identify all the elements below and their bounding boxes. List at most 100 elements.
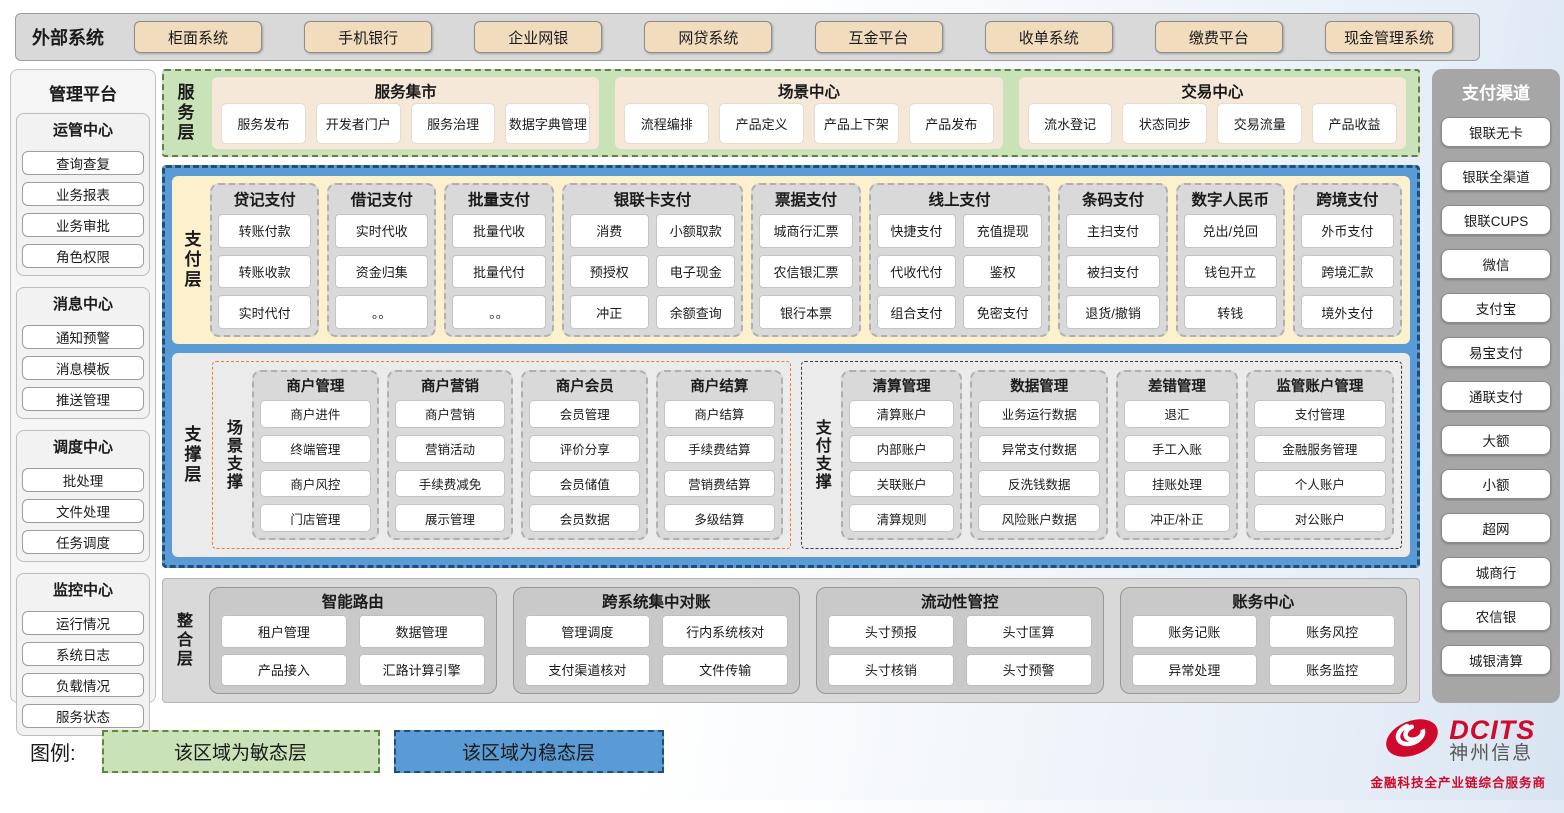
support-item-button[interactable]: 评价分享 xyxy=(529,434,641,463)
integration-item-button[interactable]: 账务记账 xyxy=(1132,616,1257,647)
support-item-button[interactable]: 退汇 xyxy=(1124,400,1230,428)
service-item-button[interactable]: 产品上下架 xyxy=(814,104,898,143)
integration-item-button[interactable]: 支付渠道核对 xyxy=(525,654,650,685)
service-item-button[interactable]: 开发者门户 xyxy=(316,104,400,143)
support-item-button[interactable]: 门店管理 xyxy=(260,504,371,532)
payment-channel-button[interactable]: 大额 xyxy=(1441,425,1551,455)
support-item-button[interactable]: 营销活动 xyxy=(394,434,506,463)
integration-item-button[interactable]: 行内系统核对 xyxy=(663,616,787,647)
support-item-button[interactable]: 个人账户 xyxy=(1253,469,1386,498)
support-item-button[interactable]: 清算账户 xyxy=(848,400,955,428)
payment-item-button[interactable]: 充值提现 xyxy=(963,214,1043,248)
service-item-button[interactable]: 产品定义 xyxy=(720,104,803,143)
payment-item-button[interactable]: 城商行汇票 xyxy=(759,214,853,248)
support-item-button[interactable]: 风险账户数据 xyxy=(978,504,1101,532)
payment-item-button[interactable]: 。。 xyxy=(452,295,546,330)
integration-item-button[interactable]: 管理调度 xyxy=(525,616,650,647)
payment-item-button[interactable]: 兑出/兑回 xyxy=(1183,214,1277,248)
external-system-button[interactable]: 企业网银 xyxy=(474,21,603,53)
external-system-button[interactable]: 手机银行 xyxy=(304,21,433,53)
management-item-button[interactable]: 通知预警 xyxy=(22,325,144,349)
support-item-button[interactable]: 多级结算 xyxy=(664,504,775,532)
management-item-button[interactable]: 负载情况 xyxy=(22,673,144,697)
payment-item-button[interactable]: 实时代付 xyxy=(218,295,312,330)
management-item-button[interactable]: 服务状态 xyxy=(22,704,144,728)
payment-item-button[interactable]: 余额查询 xyxy=(655,295,736,329)
service-item-button[interactable]: 产品发布 xyxy=(909,104,993,143)
support-item-button[interactable]: 手续费减免 xyxy=(394,469,506,498)
support-item-button[interactable]: 异常支付数据 xyxy=(978,434,1101,463)
payment-item-button[interactable]: 退货/撤销 xyxy=(1066,295,1160,330)
integration-item-button[interactable]: 头寸匡算 xyxy=(966,616,1091,647)
support-item-button[interactable]: 营销费结算 xyxy=(664,469,775,498)
payment-channel-button[interactable]: 银联无卡 xyxy=(1441,117,1551,147)
payment-item-button[interactable]: 组合支付 xyxy=(876,295,957,329)
integration-item-button[interactable]: 产品接入 xyxy=(222,654,346,685)
support-item-button[interactable]: 清算规则 xyxy=(848,504,955,532)
support-item-button[interactable]: 展示管理 xyxy=(394,504,506,532)
payment-item-button[interactable]: 转钱 xyxy=(1183,295,1277,330)
support-item-button[interactable]: 支付管理 xyxy=(1253,400,1386,428)
support-item-button[interactable]: 冲正/补正 xyxy=(1124,504,1230,532)
support-item-button[interactable]: 手续费结算 xyxy=(664,434,775,463)
management-item-button[interactable]: 任务调度 xyxy=(22,530,144,554)
integration-item-button[interactable]: 租户管理 xyxy=(222,616,346,647)
payment-channel-button[interactable]: 微信 xyxy=(1441,249,1551,279)
service-item-button[interactable]: 数据字典管理 xyxy=(506,104,590,143)
payment-item-button[interactable]: 资金归集 xyxy=(335,254,429,289)
integration-item-button[interactable]: 汇路计算引擎 xyxy=(359,654,484,685)
payment-item-button[interactable]: 跨境汇款 xyxy=(1300,254,1395,289)
external-system-button[interactable]: 现金管理系统 xyxy=(1324,21,1453,53)
support-item-button[interactable]: 商户结算 xyxy=(664,400,775,428)
support-item-button[interactable]: 商户进件 xyxy=(260,400,371,428)
payment-item-button[interactable]: 冲正 xyxy=(569,295,649,329)
payment-item-button[interactable]: 批量代收 xyxy=(452,214,546,248)
payment-item-button[interactable]: 免密支付 xyxy=(963,295,1043,329)
support-item-button[interactable]: 对公账户 xyxy=(1253,504,1386,532)
payment-channel-button[interactable]: 通联支付 xyxy=(1441,381,1551,411)
management-item-button[interactable]: 批处理 xyxy=(22,468,144,492)
support-item-button[interactable]: 关联账户 xyxy=(848,469,955,498)
integration-item-button[interactable]: 头寸核销 xyxy=(829,654,953,685)
payment-item-button[interactable]: 主扫支付 xyxy=(1066,214,1160,248)
payment-channel-button[interactable]: 银联CUPS xyxy=(1441,205,1551,235)
payment-item-button[interactable]: 电子现金 xyxy=(655,254,736,289)
management-item-button[interactable]: 文件处理 xyxy=(22,499,144,523)
support-item-button[interactable]: 手工入账 xyxy=(1124,434,1230,463)
support-item-button[interactable]: 会员储值 xyxy=(529,469,641,498)
integration-item-button[interactable]: 异常处理 xyxy=(1132,654,1257,685)
management-item-button[interactable]: 系统日志 xyxy=(22,642,144,666)
support-item-button[interactable]: 业务运行数据 xyxy=(978,400,1101,428)
payment-item-button[interactable]: 小额取款 xyxy=(655,214,736,248)
external-system-button[interactable]: 缴费平台 xyxy=(1154,21,1283,53)
payment-item-button[interactable]: 钱包开立 xyxy=(1183,254,1277,289)
service-item-button[interactable]: 交易流量 xyxy=(1218,104,1302,143)
support-item-button[interactable]: 商户风控 xyxy=(260,469,371,498)
external-system-button[interactable]: 网贷系统 xyxy=(644,21,773,53)
management-item-button[interactable]: 角色权限 xyxy=(22,244,144,268)
service-item-button[interactable]: 流程编排 xyxy=(625,104,709,143)
payment-channel-button[interactable]: 城银清算 xyxy=(1441,645,1551,675)
integration-item-button[interactable]: 头寸预警 xyxy=(966,654,1091,685)
support-item-button[interactable]: 金融服务管理 xyxy=(1253,434,1386,463)
support-item-button[interactable]: 会员管理 xyxy=(529,400,641,428)
management-item-button[interactable]: 查询查复 xyxy=(22,151,144,175)
management-item-button[interactable]: 业务审批 xyxy=(22,213,144,237)
payment-channel-button[interactable]: 农信银 xyxy=(1441,601,1551,631)
integration-item-button[interactable]: 文件传输 xyxy=(663,654,787,685)
payment-item-button[interactable]: 转账收款 xyxy=(218,254,312,289)
management-item-button[interactable]: 运行情况 xyxy=(22,611,144,635)
support-item-button[interactable]: 会员数据 xyxy=(529,504,641,532)
payment-item-button[interactable]: 外币支付 xyxy=(1300,214,1395,248)
support-item-button[interactable]: 反洗钱数据 xyxy=(978,469,1101,498)
support-item-button[interactable]: 内部账户 xyxy=(848,434,955,463)
payment-item-button[interactable]: 农信银汇票 xyxy=(759,254,853,289)
support-item-button[interactable]: 终端管理 xyxy=(260,434,371,463)
integration-item-button[interactable]: 数据管理 xyxy=(359,616,484,647)
payment-channel-button[interactable]: 小额 xyxy=(1441,469,1551,499)
payment-item-button[interactable]: 快捷支付 xyxy=(876,214,957,248)
payment-item-button[interactable]: 。。 xyxy=(335,295,429,330)
management-item-button[interactable]: 推送管理 xyxy=(22,387,144,411)
payment-item-button[interactable]: 代收代付 xyxy=(876,254,957,289)
payment-channel-button[interactable]: 超网 xyxy=(1441,513,1551,543)
